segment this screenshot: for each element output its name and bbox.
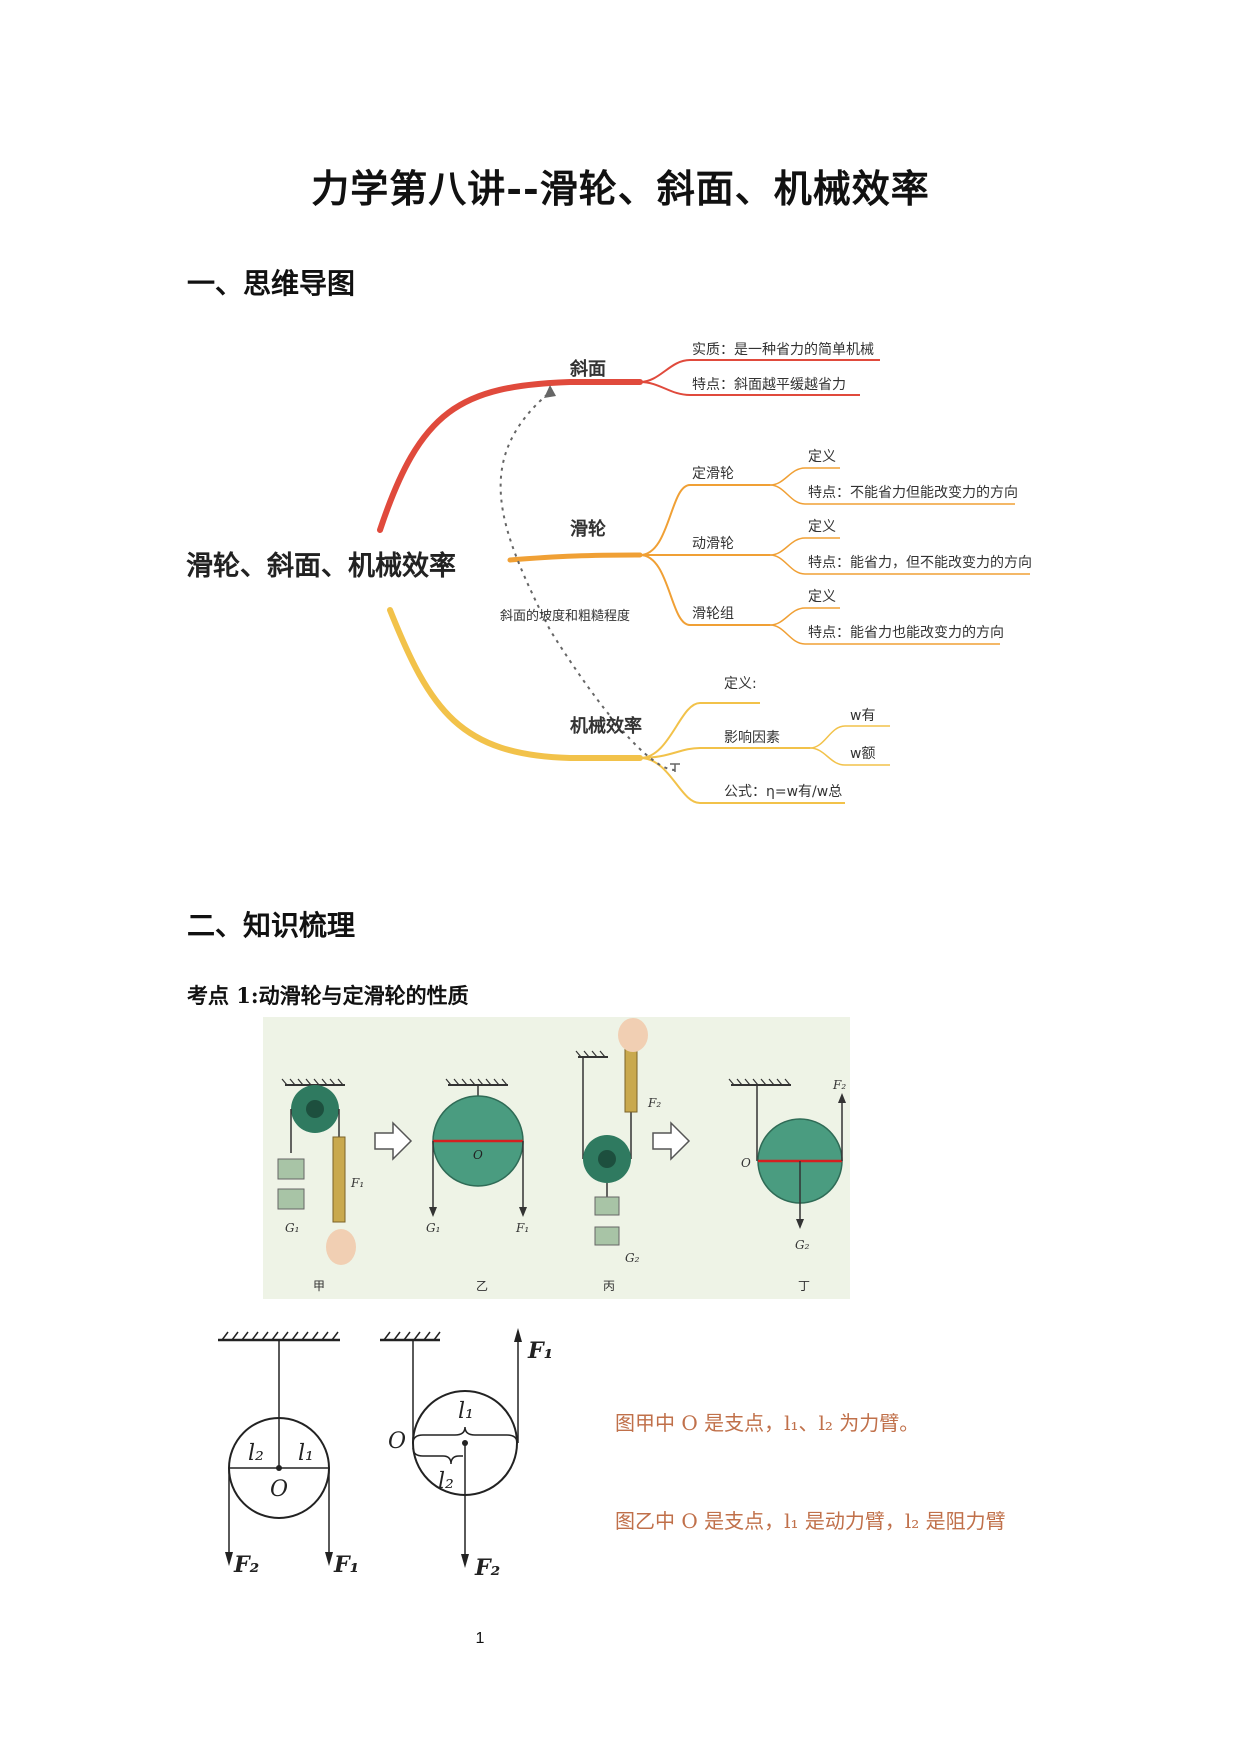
svg-text:G₂: G₂ bbox=[795, 1238, 810, 1252]
svg-text:O: O bbox=[388, 1429, 406, 1454]
svg-text:丁: 丁 bbox=[798, 1279, 810, 1293]
mind-map: 滑轮、斜面、机械效率 斜面 实质：是一种省力的简单机械 特点：斜面越平缓越省力 … bbox=[186, 341, 1032, 804]
mindmap-center: 滑轮、斜面、机械效率 bbox=[186, 550, 456, 582]
svg-text:特点：不能省力但能改变力的方向: 特点：不能省力但能改变力的方向 bbox=[808, 485, 1018, 501]
svg-text:公式：η=w有/w总: 公式：η=w有/w总 bbox=[724, 784, 842, 800]
svg-text:l₂: l₂ bbox=[438, 1469, 454, 1494]
figure-bing: F₂ G₂ 丙 bbox=[575, 1018, 661, 1293]
mindmap-efficiency: 机械效率 bbox=[570, 715, 642, 737]
branch-yellow bbox=[387, 607, 643, 761]
kaodian-heading: 考点 1:动滑轮与定滑轮的性质 bbox=[187, 983, 469, 1008]
svg-text:l₁: l₁ bbox=[298, 1441, 314, 1466]
svg-text:G₁: G₁ bbox=[285, 1221, 299, 1235]
lever-diagram-yi: l₁ l₂ O F₁ F₂ bbox=[380, 1328, 553, 1581]
svg-text:w有: w有 bbox=[850, 708, 875, 724]
svg-text:定义: 定义 bbox=[808, 519, 836, 535]
svg-text:l₁: l₁ bbox=[458, 1399, 474, 1424]
page-number: 1 bbox=[475, 1630, 485, 1647]
svg-text:特点：能省力，但不能改变力的方向: 特点：能省力，但不能改变力的方向 bbox=[808, 555, 1032, 571]
svg-text:l₂: l₂ bbox=[248, 1441, 264, 1466]
lever-diagram-jia: l₂ l₁ O F₂ F₁ bbox=[218, 1331, 359, 1578]
svg-text:实质：是一种省力的简单机械: 实质：是一种省力的简单机械 bbox=[692, 341, 874, 358]
figure-jia: F₁ G₁ 甲 bbox=[277, 1078, 364, 1293]
svg-text:F₂: F₂ bbox=[647, 1096, 661, 1110]
branch-orange bbox=[507, 552, 643, 563]
arrow-head-icon bbox=[544, 385, 556, 398]
svg-text:F₁: F₁ bbox=[333, 1552, 359, 1578]
figure-yi: O G₁ F₁ 乙 bbox=[426, 1078, 529, 1293]
svg-text:O: O bbox=[270, 1477, 288, 1502]
svg-text:F₂: F₂ bbox=[233, 1552, 259, 1578]
right-arrow-icon bbox=[652, 1121, 691, 1161]
svg-text:F₁: F₁ bbox=[350, 1176, 364, 1190]
svg-text:甲: 甲 bbox=[313, 1279, 325, 1293]
dotted-link bbox=[499, 391, 676, 771]
svg-text:定滑轮: 定滑轮 bbox=[692, 465, 734, 482]
svg-text:影响因素: 影响因素 bbox=[724, 730, 780, 746]
section-heading-knowledge: 二、知识梳理 bbox=[187, 909, 356, 942]
svg-text:F₂: F₂ bbox=[474, 1555, 500, 1581]
svg-text:O: O bbox=[473, 1148, 483, 1162]
mindmap-link-label: 斜面的坡度和粗糙程度 bbox=[500, 608, 630, 624]
section-heading-mindmap: 一、思维导图 bbox=[187, 267, 356, 300]
pulley-figure-1: F₁ G₁ 甲 O G₁ F₁ 乙 F₂ G₂ 丙 bbox=[263, 1017, 850, 1299]
svg-text:定义:: 定义: bbox=[724, 676, 757, 692]
document-title: 力学第八讲--滑轮、斜面、机械效率 bbox=[311, 166, 930, 211]
right-arrow-icon bbox=[374, 1121, 413, 1161]
svg-text:w额: w额 bbox=[850, 746, 875, 762]
figure2-note-2: 图乙中 O 是支点，l₁ 是动力臂，l₂ 是阻力臂 bbox=[615, 1509, 1006, 1533]
figure-ding: O F₂ G₂ 丁 bbox=[728, 1078, 846, 1293]
figure2-note-1: 图甲中 O 是支点，l₁、l₂ 为力臂。 bbox=[615, 1411, 919, 1435]
svg-text:动滑轮: 动滑轮 bbox=[692, 535, 734, 552]
svg-text:F₁: F₁ bbox=[527, 1338, 553, 1364]
svg-text:乙: 乙 bbox=[476, 1279, 488, 1293]
svg-text:定义: 定义 bbox=[808, 449, 836, 465]
svg-text:丙: 丙 bbox=[603, 1279, 615, 1293]
branch-red bbox=[377, 379, 643, 533]
svg-text:F₁: F₁ bbox=[515, 1221, 529, 1235]
svg-text:G₁: G₁ bbox=[426, 1221, 440, 1235]
svg-text:滑轮组: 滑轮组 bbox=[692, 605, 734, 622]
svg-text:G₂: G₂ bbox=[625, 1251, 640, 1265]
mindmap-incline: 斜面 bbox=[569, 358, 606, 380]
svg-text:特点：能省力也能改变力的方向: 特点：能省力也能改变力的方向 bbox=[808, 625, 1004, 641]
svg-text:O: O bbox=[741, 1156, 751, 1170]
mindmap-pulley: 滑轮 bbox=[570, 518, 606, 540]
svg-text:特点：斜面越平缓越省力: 特点：斜面越平缓越省力 bbox=[692, 377, 846, 393]
svg-text:F₂: F₂ bbox=[832, 1078, 846, 1092]
svg-text:定义: 定义 bbox=[808, 589, 836, 605]
lever-figure-2: l₂ l₁ O F₂ F₁ l₁ l₂ O F₁ F₂ 图甲中 O 是支点，l₁… bbox=[218, 1328, 1006, 1581]
